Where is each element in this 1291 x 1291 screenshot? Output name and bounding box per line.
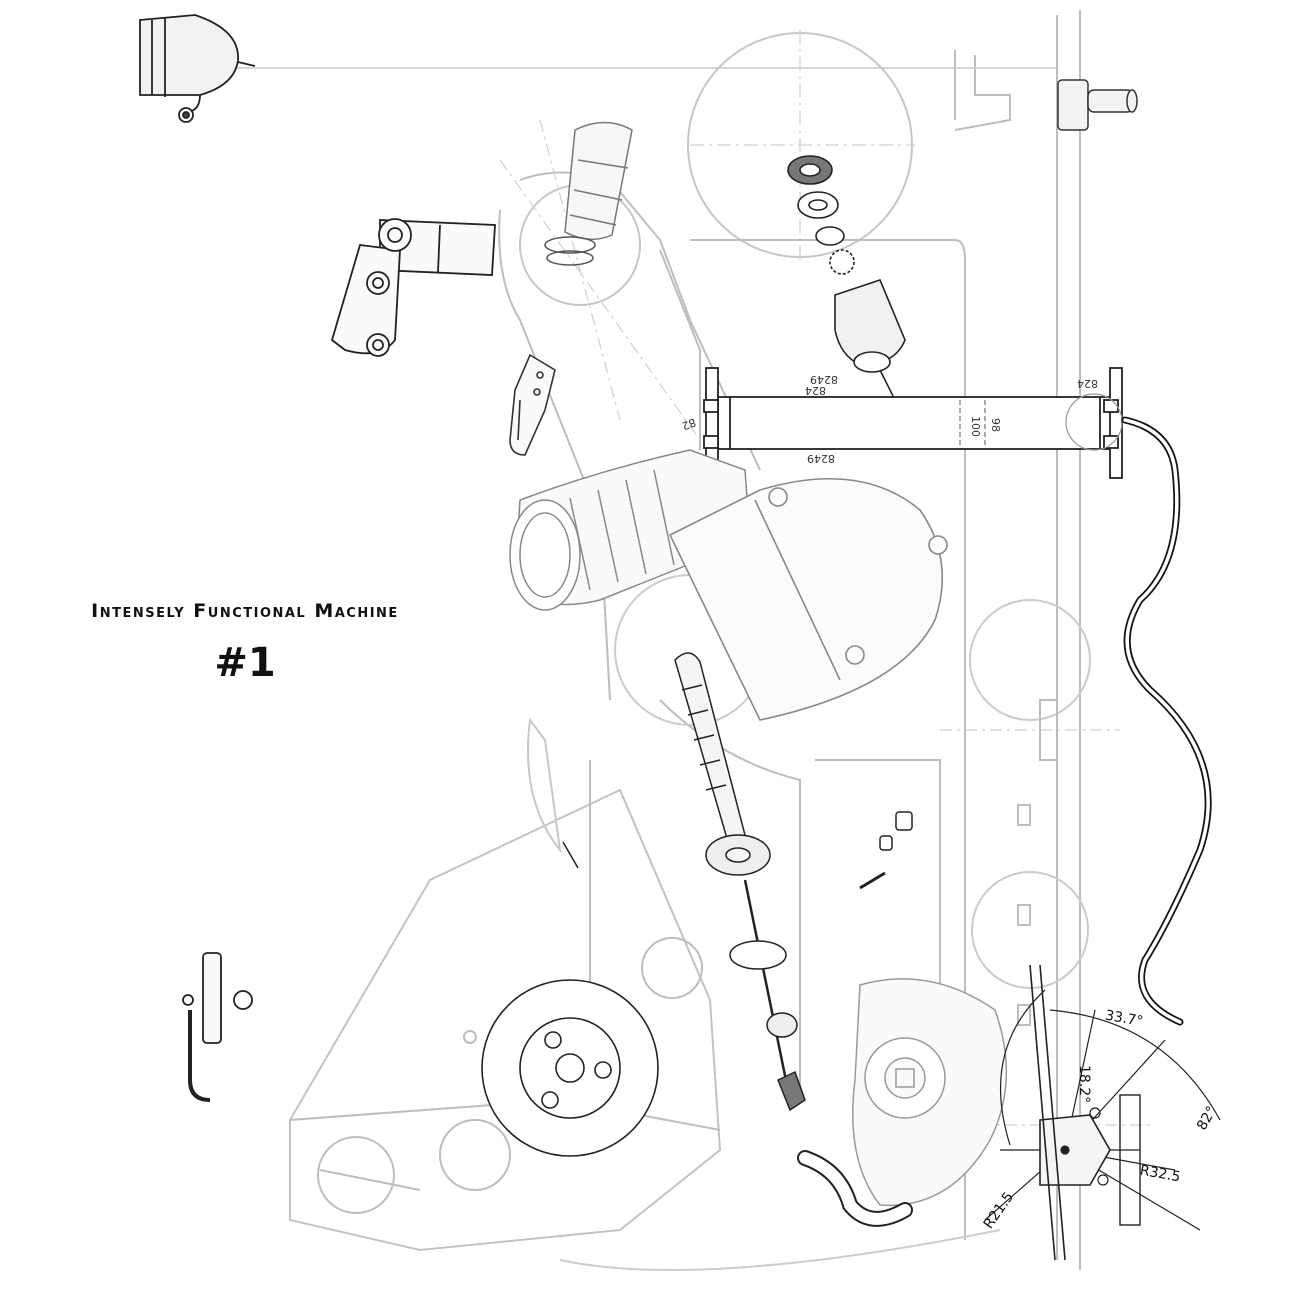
- dim-tube-left-small: 82: [680, 415, 698, 432]
- gearbox-housing-part: [668, 477, 948, 721]
- hose-connector-part: [1057, 79, 1138, 131]
- radius-label-r1: R32.5: [1139, 1163, 1182, 1186]
- dim-tube-bottom-mid: 8249: [807, 452, 835, 465]
- flywheel-part: [481, 979, 659, 1157]
- dim-tube-right: 824: [1077, 377, 1098, 390]
- starter-assembly-part: [787, 155, 925, 432]
- headlamp-part: [139, 14, 256, 123]
- angle-diagram: [984, 964, 1221, 1261]
- bracket-arm-part: [330, 218, 496, 357]
- radius-label-r2: R21.5: [981, 1189, 1018, 1232]
- angle-label-a3: 82°: [1194, 1104, 1220, 1134]
- fastener-part: [562, 811, 913, 890]
- angle-label-a1: 33.7°: [1104, 1008, 1144, 1030]
- poster-title: Intensely Functional Machine: [91, 600, 399, 622]
- angle-label-a2: 18.2°: [1076, 1065, 1092, 1103]
- mount-plate-part: [509, 353, 556, 456]
- camshaft-part: [674, 652, 806, 1112]
- dim-tube-top-left: 824: [805, 384, 826, 397]
- nozzle-part: [544, 121, 633, 266]
- dim-tube-len-b: 98: [989, 418, 1002, 432]
- poster-number: #1: [214, 640, 276, 686]
- radiator-tube-part: [703, 367, 1123, 479]
- dim-tube-len-a: 100: [969, 416, 982, 437]
- dim-tube-top-mid: 8249: [810, 373, 838, 386]
- hose-part: [1121, 416, 1212, 1026]
- alternator-part: [852, 978, 1008, 1207]
- mirror-part: [182, 952, 253, 1102]
